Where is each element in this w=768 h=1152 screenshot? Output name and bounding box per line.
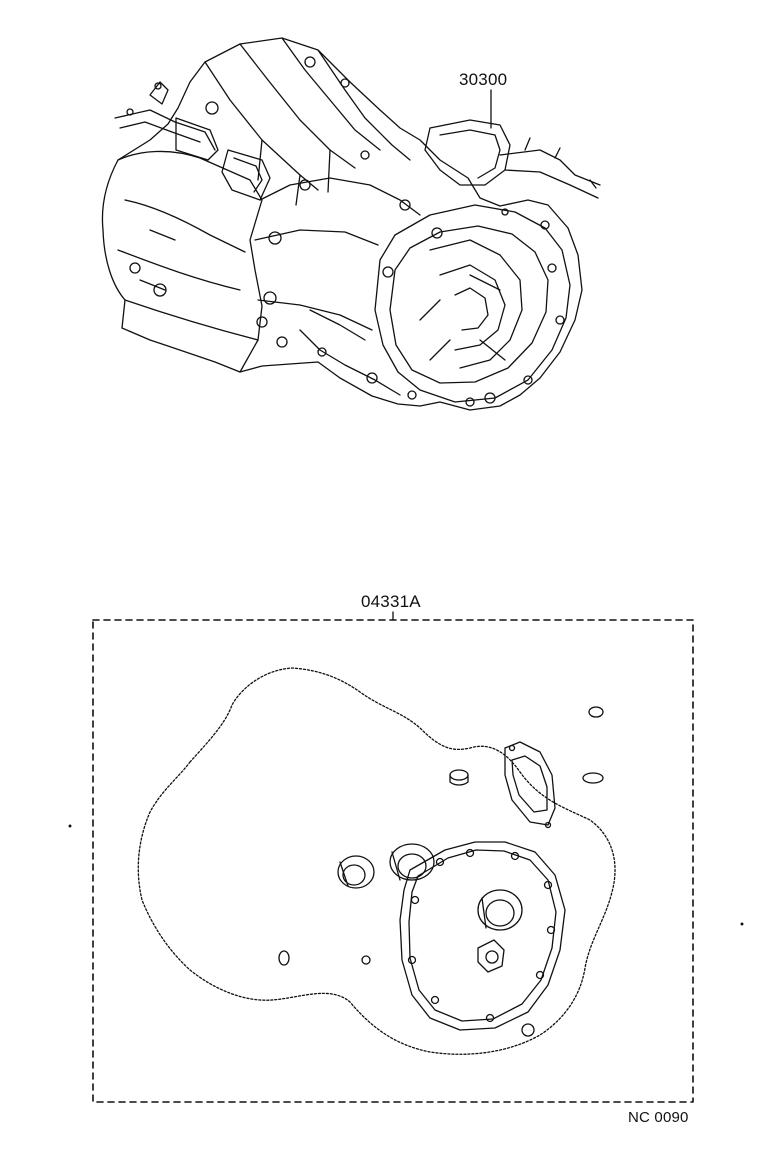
seal-cap-small (450, 770, 468, 785)
transaxle-part-number: 30300 (459, 70, 508, 89)
case-gasket (138, 668, 615, 1054)
end-cover-gasket-holes (409, 850, 555, 1022)
oil-seal-left (338, 856, 374, 888)
end-cover-gasket (400, 842, 565, 1030)
o-ring-2 (583, 773, 603, 783)
cover-gasket-small (505, 742, 555, 825)
bushing-small (478, 940, 504, 972)
oil-seal-hub (478, 890, 522, 930)
gasket-kit-part-number: 04331A (361, 592, 421, 611)
transaxle-assembly-drawing (102, 38, 600, 410)
drain-plug-gasket (522, 1024, 534, 1036)
end-cover-gasket-inner (409, 850, 556, 1021)
small-washer (362, 956, 370, 964)
o-ring-1 (589, 707, 603, 717)
plug-washer (279, 951, 289, 965)
cover-gasket-small-inner (512, 756, 547, 812)
gasket-kit-frame (93, 612, 693, 1102)
illustration-code: NC 0090 (628, 1109, 689, 1126)
oil-seal-mid (390, 844, 434, 880)
